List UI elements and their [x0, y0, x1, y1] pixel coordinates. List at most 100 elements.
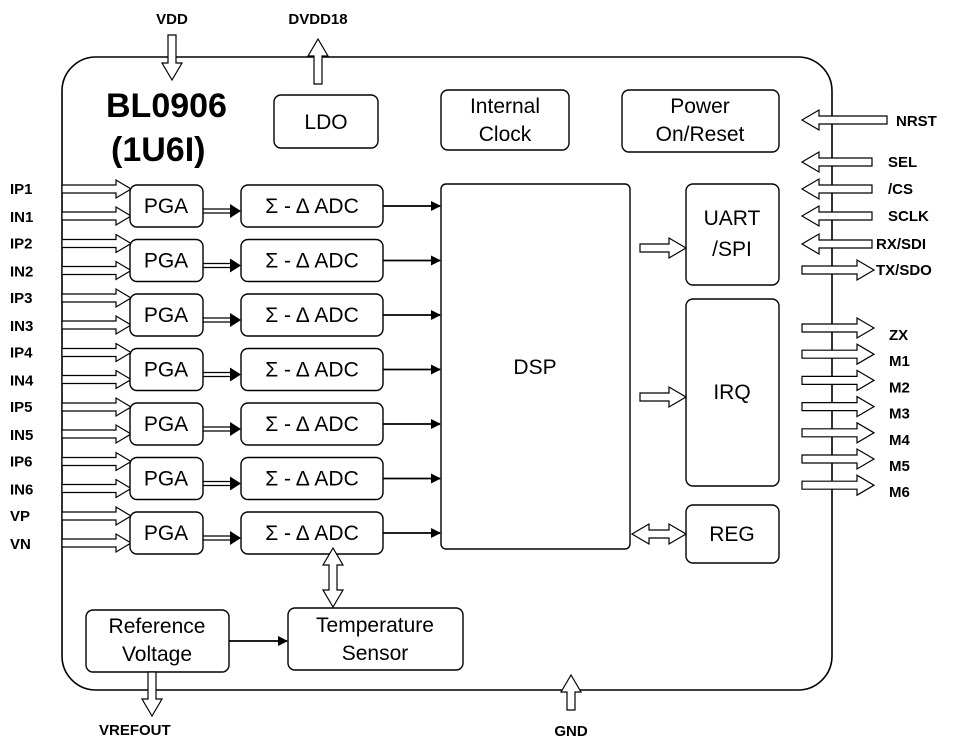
chip-subtitle: (1U6I): [111, 131, 205, 169]
power-label-line2: On/Reset: [656, 123, 745, 146]
chip-title: BL0906: [106, 87, 227, 125]
pin-3-neg: IN3: [10, 318, 33, 335]
pga-label: PGA: [144, 195, 188, 218]
adc-label: Σ - Δ ADC: [265, 250, 359, 273]
uart-label-line2: /SPI: [712, 238, 752, 261]
neg-input-arrow: [61, 478, 133, 499]
pga-label: PGA: [144, 468, 188, 491]
pin-irq-4: M4: [889, 432, 910, 449]
pga-label: PGA: [144, 304, 188, 327]
pin-arrow-3: [800, 232, 873, 256]
neg-input-arrow: [61, 423, 133, 445]
dsp-to-uart-arrow: [639, 236, 688, 260]
pin-1-neg: IN1: [10, 209, 33, 226]
pin-irq-5: M5: [889, 458, 910, 475]
pga-adc-arrowhead: [230, 476, 241, 491]
temperature-label-line2: Sensor: [342, 642, 409, 665]
pin-irq-2: M2: [889, 379, 910, 396]
pin-2-neg: IN2: [10, 264, 33, 281]
pin-gnd: GND: [554, 723, 588, 740]
pin-4-pos: IP4: [10, 345, 33, 362]
pos-input-arrow: [61, 287, 133, 309]
clock-label-line2: Clock: [479, 123, 532, 146]
pin-arrow-0: [800, 150, 873, 174]
pos-input-arrow: [61, 505, 133, 527]
pga-label: PGA: [144, 359, 188, 382]
adc-label: Σ - Δ ADC: [265, 522, 359, 545]
irq-out-arrow-3: [801, 395, 876, 418]
pin-7-neg: VN: [10, 536, 31, 553]
irq-out-arrow-6: [801, 474, 876, 497]
neg-input-arrow: [61, 532, 133, 554]
pin-nrst: NRST: [896, 113, 937, 130]
pin-7-pos: VP: [10, 508, 30, 525]
pga-block: [129, 347, 204, 392]
reg-block: REG: [685, 504, 780, 564]
pin-6-neg: IN6: [10, 482, 33, 499]
irq-block: IRQ: [685, 298, 780, 487]
internal-clock-block: Internal Clock: [440, 89, 570, 151]
irq-out-arrow-1: [801, 343, 876, 366]
pga-block: [129, 184, 204, 228]
power-on-reset-block: Power On/Reset: [621, 89, 780, 153]
pos-input-arrow: [61, 342, 133, 363]
dsp-to-irq-arrow: [639, 385, 688, 409]
temperature-sensor-block: Temperature Sensor: [287, 607, 464, 671]
pga-label: PGA: [144, 413, 188, 436]
pin-vdd: VDD: [156, 11, 188, 28]
dvdd18-arrow: [306, 37, 330, 85]
pin-irq-1: M1: [889, 353, 910, 370]
pin-vrefout: VREFOUT: [99, 722, 171, 739]
pin-1-pos: IP1: [10, 181, 33, 198]
pin-2-pos: IP2: [10, 236, 33, 253]
pos-input-arrow: [61, 233, 133, 254]
neg-input-arrow: [61, 369, 133, 390]
pga-label: PGA: [144, 522, 188, 545]
adc-label: Σ - Δ ADC: [265, 468, 359, 491]
pos-input-arrow: [61, 396, 133, 418]
pga-adc-arrowhead: [230, 313, 241, 327]
temperature-label-line1: Temperature: [316, 614, 434, 637]
pin-irq-0: ZX: [889, 327, 908, 344]
pga-block: [129, 402, 204, 446]
reference-label-line1: Reference: [109, 615, 206, 638]
adc-label: Σ - Δ ADC: [265, 304, 359, 327]
ldo-block: LDO: [273, 94, 379, 149]
uart-label-line1: UART: [704, 207, 761, 230]
uart-spi-block: UART /SPI: [685, 183, 780, 286]
pin-irq-3: M3: [889, 406, 910, 423]
pos-input-arrow: [61, 451, 133, 472]
irq-out-arrow-0: [801, 316, 876, 340]
dsp-reg-bidirectional-arrow: [630, 522, 688, 546]
gnd-arrow: [559, 673, 583, 711]
vdd-arrow: [160, 34, 184, 82]
pga-adc-arrowhead: [230, 258, 241, 273]
pga-adc-arrowhead: [230, 422, 241, 436]
pga-adc-arrowhead: [230, 367, 241, 382]
dsp-block: DSP: [440, 183, 631, 550]
adc-label: Σ - Δ ADC: [265, 413, 359, 436]
adc-temperature-bidirectional-arrow: [321, 546, 345, 609]
reference-voltage-block: Reference Voltage: [85, 609, 230, 673]
pin-arrow-4: [801, 258, 876, 282]
ldo-label: LDO: [304, 111, 347, 134]
pin-arrow-1: [800, 177, 873, 201]
clock-label-line1: Internal: [470, 95, 540, 118]
irq-label: IRQ: [713, 381, 750, 404]
pin-5-pos: IP5: [10, 399, 33, 416]
nrst-arrow: [800, 108, 888, 132]
neg-input-arrow: [61, 314, 133, 336]
pin-comm-2: SCLK: [888, 208, 929, 225]
irq-out-arrow-2: [801, 369, 876, 392]
neg-input-arrow: [61, 260, 133, 281]
pin-comm-1: /CS: [888, 181, 913, 198]
pga-block: [129, 293, 204, 337]
